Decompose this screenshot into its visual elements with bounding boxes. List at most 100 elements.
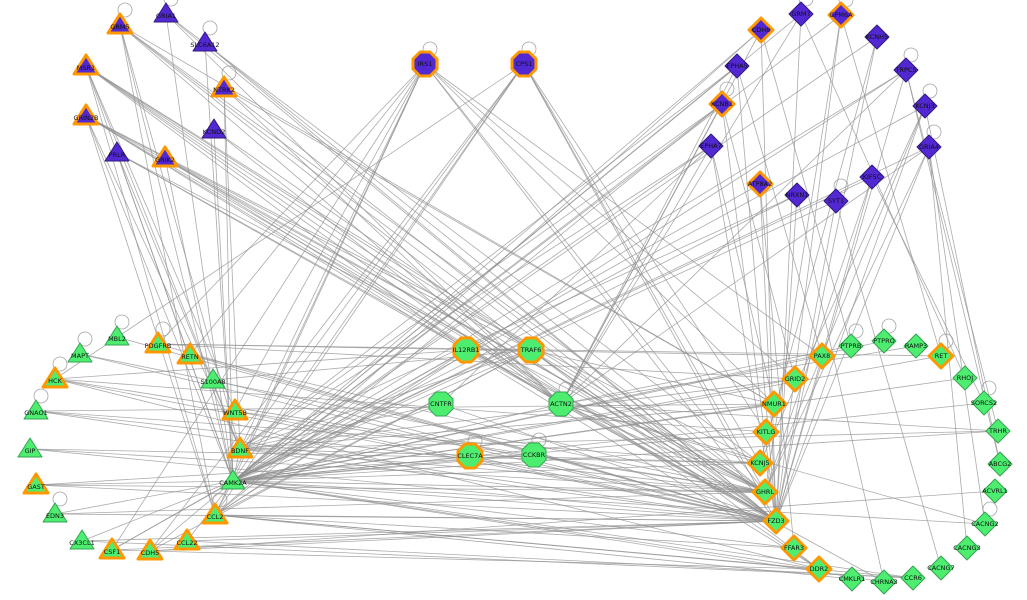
edge-GRM5-BDNF [119, 24, 241, 450]
node-GRIN2B[interactable] [72, 103, 100, 126]
node-CSF1[interactable] [98, 537, 126, 560]
node-RETN[interactable] [176, 342, 204, 365]
node-KITLG[interactable] [752, 418, 780, 446]
self-loop-GRM5 [117, 2, 133, 18]
node-EPHA5[interactable] [724, 53, 750, 79]
edge-TRPC5-CAMK2A [232, 69, 907, 482]
node-CCKBR[interactable] [521, 442, 547, 468]
node-CAMK2A[interactable] [220, 469, 246, 490]
edge-IRS1-PAX8 [424, 63, 823, 357]
node-WNT5B[interactable] [221, 398, 249, 421]
node-KCNJ3[interactable] [912, 93, 938, 119]
node-GAST[interactable] [22, 472, 50, 495]
node-GRM7[interactable] [788, 1, 814, 27]
edge-HCK-IL12RB1 [54, 349, 467, 380]
node-CDH8[interactable] [747, 16, 775, 44]
node-EPHA7[interactable] [698, 133, 724, 159]
node-TRHR[interactable] [985, 418, 1011, 444]
edge-EPHA7-ACTN2 [560, 145, 712, 405]
node-TRAF6[interactable] [517, 336, 545, 364]
node-MBL2[interactable] [104, 325, 130, 346]
node-DDR2[interactable] [805, 555, 833, 583]
node-SYT1[interactable] [823, 188, 849, 214]
node-ABCG2[interactable] [987, 451, 1013, 477]
self-loop-CACNG2 [982, 501, 998, 517]
node-FFAR3[interactable] [780, 534, 808, 562]
node-KCNB1[interactable] [708, 90, 736, 118]
node-SORCS2[interactable] [971, 390, 997, 416]
node-CMKLR1[interactable] [839, 566, 865, 592]
node-ACTN2[interactable] [548, 391, 574, 417]
node-CDH5[interactable] [136, 538, 164, 561]
node-CNTFR[interactable] [428, 391, 454, 417]
node-GRIK2[interactable] [151, 145, 179, 168]
node-NMUR1[interactable] [760, 390, 788, 418]
node-TRPC5[interactable] [893, 57, 919, 83]
node-PTPRO[interactable] [871, 328, 897, 354]
node-GHRL[interactable] [751, 478, 779, 506]
node-RHOJ[interactable] [952, 365, 978, 391]
edge-ACTN2-GHRL [560, 403, 766, 493]
node-MAPT[interactable] [67, 342, 93, 363]
node-EDN3[interactable] [42, 502, 68, 523]
node-KCNH5[interactable] [864, 24, 890, 50]
node-PDGFRB[interactable] [144, 331, 172, 354]
node-GRM5[interactable] [106, 12, 134, 35]
node-PRLR[interactable] [104, 141, 130, 162]
node-GRID2[interactable] [781, 365, 809, 393]
node-CACNG2[interactable] [972, 511, 998, 537]
node-NRXN1[interactable] [784, 182, 810, 208]
node-KIF5C[interactable] [859, 164, 885, 190]
node-CLEC7A[interactable] [456, 442, 484, 470]
node-RAMP3[interactable] [903, 333, 929, 359]
node-KCNJ5[interactable] [746, 449, 774, 477]
node-CCL22[interactable] [173, 528, 201, 551]
node-RET[interactable] [927, 342, 955, 370]
edge-layer [29, 13, 1001, 583]
edge-KCND2-ACTN2 [213, 129, 562, 405]
node-KCND2[interactable] [201, 118, 227, 139]
node-CCL2[interactable] [201, 502, 229, 525]
edge-CAMK2A-GHRL [232, 480, 766, 493]
edge-ACTN2-CHRNA3 [560, 403, 885, 583]
edge-IL12RB1-CCL2 [214, 349, 467, 516]
edge-PRLR-CAMK2A [116, 152, 234, 482]
node-HCK[interactable] [41, 366, 69, 389]
edge-TRAF6-BDNF [239, 349, 532, 450]
self-loop-GRIA4 [926, 124, 942, 140]
node-CACNG7[interactable] [928, 555, 954, 581]
node-NTRK2[interactable] [210, 75, 238, 98]
self-loop-KCNJ3 [922, 83, 938, 99]
node-GRIA1[interactable] [153, 2, 179, 23]
edge-HCK-GHRL [54, 378, 766, 493]
edge-GAST-GHRL [35, 484, 766, 493]
node-CCR6[interactable] [900, 565, 926, 591]
node-PAX8[interactable] [808, 342, 836, 370]
edge-GRM5-CCL2 [119, 24, 216, 516]
edge-BDNF-FZD3 [239, 448, 777, 522]
edge-TRAF6-DDR2 [530, 349, 820, 570]
node-SLC6A12[interactable] [192, 31, 218, 52]
node-GPM6A[interactable] [827, 1, 855, 29]
edge-EPHA7-BDNF [239, 145, 712, 450]
node-CACNG3[interactable] [954, 535, 980, 561]
edge-ATP8A2-FFAR3 [759, 183, 795, 549]
node-IRS1[interactable] [411, 50, 439, 78]
self-loop-SORCS2 [981, 380, 997, 396]
node-FZD3[interactable] [762, 507, 790, 535]
self-loop-HCK [52, 356, 68, 372]
node-ATP8A2[interactable] [746, 170, 774, 198]
node-CX3CL1[interactable] [69, 529, 95, 550]
node-PTPRB[interactable] [838, 333, 864, 359]
node-S100A8[interactable] [200, 368, 226, 389]
node-GRIA4[interactable] [916, 134, 942, 160]
node-CHRNA3[interactable] [871, 569, 897, 595]
node-ACVRL1[interactable] [982, 478, 1008, 504]
node-CPS1[interactable] [510, 50, 538, 78]
node-GNAO1[interactable] [23, 399, 49, 420]
node-GIP[interactable] [17, 437, 43, 458]
node-MSR1[interactable] [72, 53, 100, 76]
node-BDNF[interactable] [226, 436, 254, 459]
node-IL12RB1[interactable] [452, 336, 480, 364]
